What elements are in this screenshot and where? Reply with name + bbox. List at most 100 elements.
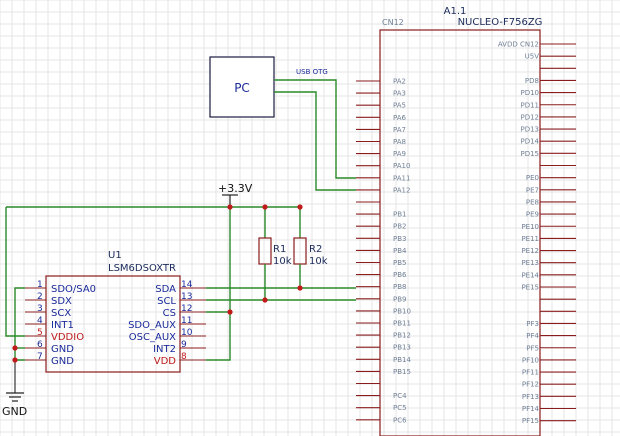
mcu-pin-label: PE14 <box>521 271 539 279</box>
sensor-right-pins: 14SDA13SCL12CS11SDO_AUX10OSC_AUX9INT28VD… <box>128 280 206 367</box>
mcu-pin-label: PA6 <box>393 114 407 122</box>
sensor-pin-name: INT2 <box>153 344 176 355</box>
mcu-pin-label: PC4 <box>393 392 407 400</box>
sensor-pin-name: SCX <box>51 308 71 319</box>
mcu-pin-label: PC6 <box>393 416 407 424</box>
mcu-pin-label: PE11 <box>521 235 539 243</box>
mcu-pin-label: PB4 <box>393 247 407 255</box>
mcu-pin-label: AVDD CN12 <box>498 41 539 49</box>
mcu-pin-label: PD15 <box>520 150 539 158</box>
mcu-pin-label: PE0 <box>526 174 539 182</box>
sensor-pin-number: 3 <box>37 304 43 314</box>
mcu-pin-label: PB2 <box>393 223 406 231</box>
r1-ref: R1 <box>273 244 286 255</box>
mcu-pin-label: PF10 <box>522 356 539 364</box>
sensor-pin-number: 11 <box>181 316 192 326</box>
mcu-pin-label: PA8 <box>393 138 406 146</box>
mcu-pin-label: PF4 <box>526 332 539 340</box>
mcu-pin-label: PA7 <box>393 126 406 134</box>
vddio-wire[interactable] <box>5 207 25 337</box>
sensor-pin-number: 9 <box>181 340 187 350</box>
sensor-pin-number: 6 <box>37 340 43 350</box>
r2-value: 10k <box>309 256 328 267</box>
sensor-pin-name: SDX <box>51 296 72 307</box>
junction-dot <box>297 285 303 291</box>
sensor-pin-number: 8 <box>181 352 187 362</box>
mcu-left-pins: PA2PA3PA5PA6PA7PA8PA9PA10PA11PA12PB1PB2P… <box>356 78 411 424</box>
r2-ref: R2 <box>309 244 322 255</box>
sensor-pin-name: SDA <box>155 284 176 295</box>
mcu-pin-label: PE8 <box>526 198 539 206</box>
mcu-pin-label: PB11 <box>393 320 411 328</box>
mcu-pin-label: PA12 <box>393 186 410 194</box>
usb-wire-dm[interactable] <box>274 91 356 191</box>
mcu-pin-label: PE12 <box>521 247 539 255</box>
mcu-pin-label: PA5 <box>393 102 406 110</box>
gnd-label: GND <box>2 405 27 418</box>
mcu-pin-label: PB5 <box>393 259 406 267</box>
sensor-pin-number: 4 <box>37 316 43 326</box>
junction-dot <box>227 204 233 210</box>
mcu-pin-label: PD12 <box>520 113 539 121</box>
usb-otg-label: USB OTG <box>296 68 328 76</box>
mcu-pin-label: PE13 <box>521 259 539 267</box>
sensor-pin-name: VDD <box>154 356 177 367</box>
mcu-pin-label: PB12 <box>393 332 411 340</box>
sensor-pin-name: CS <box>163 308 176 319</box>
mcu-pin-label: PB13 <box>393 344 411 352</box>
power-label: +3.3V <box>218 182 253 195</box>
r1-value: 10k <box>273 256 292 267</box>
resistor-r1[interactable] <box>258 237 272 265</box>
sensor-designator: U1 <box>108 250 122 261</box>
usb-wire-dp[interactable] <box>274 79 356 179</box>
mcu-body[interactable] <box>379 29 541 436</box>
mcu-pin-label: PA9 <box>393 150 406 158</box>
mcu-pin-label: PB1 <box>393 211 406 219</box>
junction-dot <box>12 345 18 351</box>
sensor-pin-name: VDDIO <box>51 332 84 343</box>
mcu-pin-label: PB15 <box>393 368 411 376</box>
sensor-part-name: LSM6DSOXTR <box>108 263 176 274</box>
mcu-pin-label: PF3 <box>526 320 539 328</box>
mcu-pin-label: PD11 <box>520 101 539 109</box>
mcu-pin-label: PF14 <box>522 405 540 413</box>
mcu-pin-label: PE9 <box>526 211 539 219</box>
mcu-pin-label: PF5 <box>526 344 539 352</box>
sensor-pin-name: SDO_AUX <box>128 320 176 331</box>
mcu-pin-label: PE10 <box>521 223 539 231</box>
mcu-pin-label: PF15 <box>522 417 539 425</box>
mcu-pin-label: PB6 <box>393 271 407 279</box>
mcu-pin-label: PC5 <box>393 404 407 412</box>
mcu-designator: A1.1 <box>444 6 467 17</box>
mcu-pin-label: PA3 <box>393 90 406 98</box>
sensor-pin-name: OSC_AUX <box>129 332 176 343</box>
sensor-pin-number: 1 <box>37 280 43 290</box>
vdd-wire[interactable] <box>206 207 231 361</box>
pc-box[interactable] <box>209 56 275 118</box>
mcu-pin-label: PF12 <box>522 381 539 389</box>
mcu-pin-label: PA10 <box>393 162 410 170</box>
mcu-pin-label: PE15 <box>521 284 539 292</box>
mcu-pin-label: PB3 <box>393 235 406 243</box>
mcu-pin-label: PB8 <box>393 283 406 291</box>
sensor-pin-number: 13 <box>181 292 192 302</box>
mcu-pin-label: PD13 <box>520 126 539 134</box>
mcu-right-pins: AVDD CN12U5VPD8PD10PD11PD12PD13PD14PD15P… <box>498 41 576 425</box>
mcu-pin-label: PD8 <box>525 77 539 85</box>
mcu-pin-label: PE7 <box>526 186 539 194</box>
mcu-pin-label: PB9 <box>393 295 406 303</box>
sensor-pin-name: SCL <box>157 296 176 307</box>
mcu-pin-label: PD10 <box>520 89 539 97</box>
sensor-pin-number: 14 <box>181 280 193 290</box>
pc-label: PC <box>234 81 250 95</box>
mcu-pin-label: PA2 <box>393 78 406 86</box>
mcu-pin-label: PB14 <box>393 356 411 364</box>
junction-dot <box>12 357 18 363</box>
ground-wire[interactable] <box>14 287 25 361</box>
mcu-pin-label: PF13 <box>522 393 539 401</box>
sensor-pin-number: 7 <box>37 352 43 362</box>
junction-dot <box>297 204 303 210</box>
sensor-pin-number: 2 <box>37 292 43 302</box>
